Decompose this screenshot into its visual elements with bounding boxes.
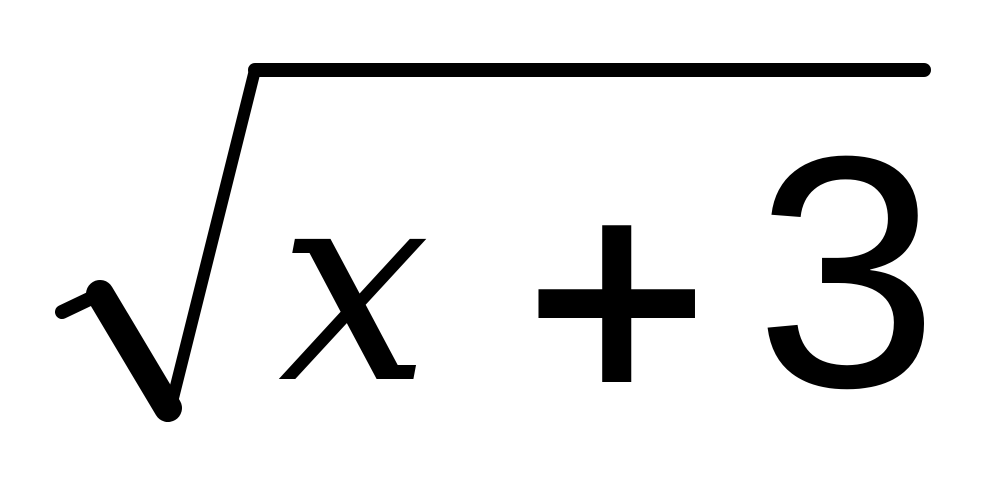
constant-three: 3 [755, 87, 939, 456]
variable-x: x [278, 128, 431, 443]
plus-operator: + [512, 150, 722, 441]
